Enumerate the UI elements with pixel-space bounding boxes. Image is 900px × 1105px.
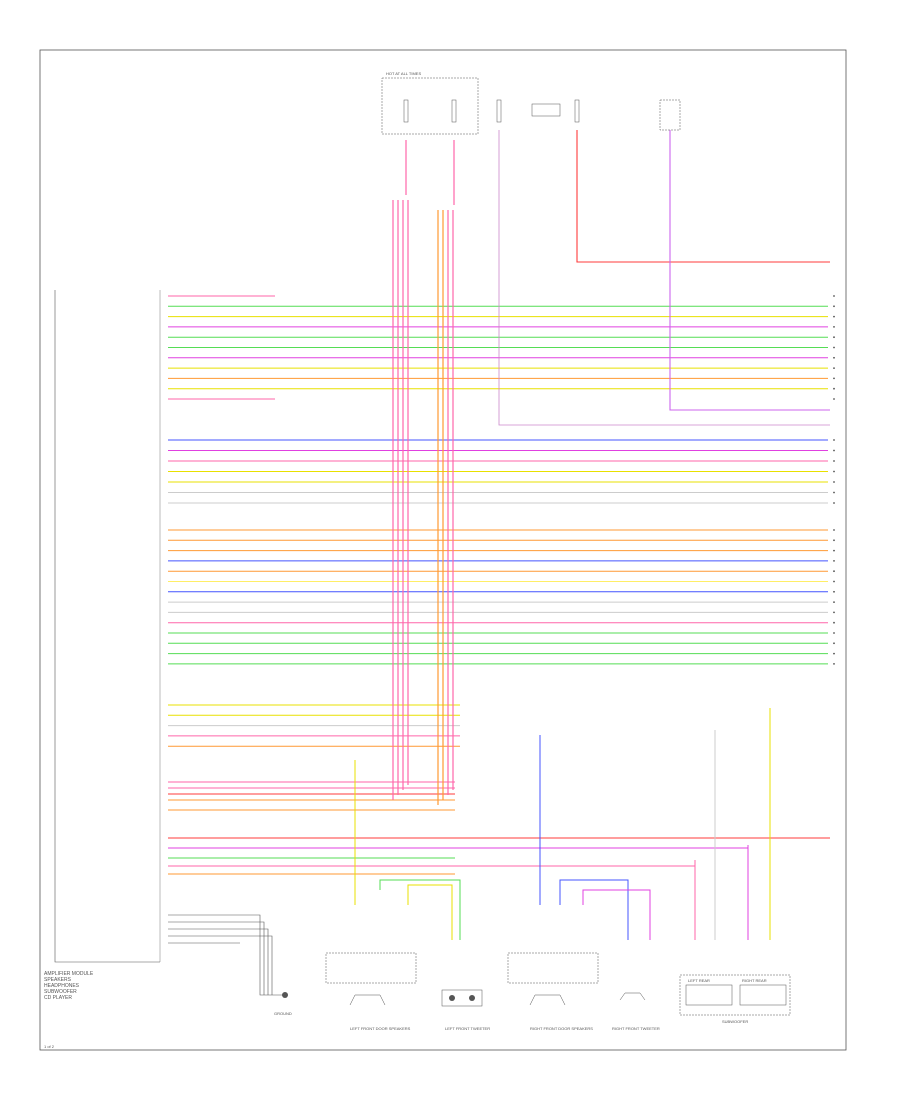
- terminal-pin: [833, 539, 835, 542]
- terminal-pin: [833, 460, 835, 462]
- terminal-pin: [833, 356, 835, 359]
- fuse-block: HOT AT ALL TIMES: [381, 71, 830, 426]
- terminal-pin: [833, 367, 835, 369]
- diagram-border: [39, 49, 847, 1051]
- terminal-pin: [833, 295, 835, 297]
- left-rear-speaker-icon: [685, 984, 733, 1006]
- speaker-icon: [529, 994, 566, 1006]
- ground-wire: [240, 914, 284, 996]
- terminal-pin: [833, 601, 835, 603]
- terminal-pin: [833, 580, 835, 583]
- fuse-icon: [451, 99, 457, 123]
- component-outline: [325, 952, 417, 984]
- terminal-pin: [833, 529, 835, 531]
- left-front-tweeter: LEFT FRONT TWEETER: [441, 989, 490, 1031]
- module-connector-outline: [659, 99, 681, 131]
- left-rear-label: LEFT REAR: [688, 978, 710, 983]
- terminal-pin: [833, 570, 835, 573]
- terminal-pin: [833, 346, 835, 349]
- tweeter-icon: [619, 992, 646, 1001]
- terminal-pin: [833, 377, 835, 380]
- terminal-pin: [833, 652, 835, 655]
- speaker-feed-wire: [407, 884, 453, 940]
- terminal-pin: [833, 491, 835, 494]
- terminal-pin: [833, 481, 835, 483]
- right-front-tweeter: RIGHT FRONT TWEETER: [612, 992, 660, 1031]
- fuse-icon: [496, 99, 502, 123]
- terminal-pin: [833, 590, 835, 593]
- component-outline: [441, 989, 483, 1007]
- terminal-pin: [833, 621, 835, 624]
- terminal-pin: [833, 470, 835, 473]
- speaker-feed-wire: [559, 879, 629, 940]
- tweeter-icon: [449, 995, 455, 1001]
- left-front-tweeter-label: LEFT FRONT TWEETER: [445, 1026, 490, 1031]
- fuse-block-label: HOT AT ALL TIMES: [386, 71, 421, 76]
- right-rear-label: RIGHT REAR: [742, 978, 767, 983]
- terminal-pin: [833, 632, 835, 634]
- component-outline: [507, 952, 599, 984]
- ground-label: GROUND: [274, 1011, 292, 1016]
- right-front-tweeter-label: RIGHT FRONT TWEETER: [612, 1026, 660, 1031]
- component-outline: [679, 974, 791, 1016]
- terminal-pin: [833, 663, 835, 665]
- ground-icon: [282, 992, 288, 998]
- data-bus-wire: [669, 130, 830, 411]
- terminal-pin: [833, 315, 835, 318]
- tweeter-icon: [469, 995, 475, 1001]
- ground-point: GROUND: [240, 914, 292, 1016]
- module-label-line-4: SUBWOOFER: [44, 989, 77, 995]
- fuse-box-outline: [381, 77, 479, 135]
- speaker-feed-wire: [379, 879, 461, 940]
- terminal-pin: [833, 449, 835, 452]
- terminal-pin: [833, 398, 835, 400]
- right-rear-speaker-icon: [739, 984, 787, 1006]
- speaker-icon: [349, 994, 386, 1006]
- module-label-line-3: HEADPHONES: [44, 983, 80, 989]
- switched-feed-wire: [498, 130, 830, 426]
- subwoofer-assembly: LEFT REAR RIGHT REAR SUBWOOFER: [679, 974, 791, 1024]
- terminal-pin: [833, 611, 835, 614]
- terminal-pin: [833, 560, 835, 562]
- power-feed-bundles: [392, 200, 454, 805]
- module-label: AMPLIFIER MODULE SPEAKERS HEADPHONES SUB…: [44, 971, 94, 1001]
- terminal-pin: [833, 549, 835, 552]
- terminal-pin: [833, 387, 835, 390]
- left-front-door-label: LEFT FRONT DOOR SPEAKERS: [350, 1026, 411, 1031]
- right-front-door-speakers: RIGHT FRONT DOOR SPEAKERS: [507, 952, 599, 1031]
- subwoofer-label: SUBWOOFER: [722, 1019, 748, 1024]
- module-bracket: [54, 290, 160, 963]
- terminal-pin: [833, 336, 835, 339]
- terminal-pin: [833, 439, 835, 441]
- module-label-line-2: SPEAKERS: [44, 977, 72, 983]
- fuse-icon: [403, 99, 409, 123]
- speaker-feed-wires: [354, 708, 771, 940]
- terminal-pin: [833, 305, 835, 308]
- relay-icon: [531, 103, 561, 117]
- fuse-lead-wire: [405, 140, 455, 205]
- wire-harness: [168, 295, 835, 944]
- left-front-door-speakers: LEFT FRONT DOOR SPEAKERS: [325, 952, 417, 1031]
- terminal-pin: [833, 502, 835, 504]
- terminal-pin: [833, 642, 835, 645]
- terminal-pin: [833, 326, 835, 328]
- speaker-feed-wire: [582, 889, 651, 940]
- right-front-door-label: RIGHT FRONT DOOR SPEAKERS: [530, 1026, 593, 1031]
- page-number: 1 of 2: [44, 1044, 55, 1049]
- module-label-line-5: CD PLAYER: [44, 995, 72, 1001]
- ignition-feed-wire: [576, 130, 830, 263]
- fuse-icon: [574, 99, 580, 123]
- module-label-line-1: AMPLIFIER MODULE: [44, 971, 94, 977]
